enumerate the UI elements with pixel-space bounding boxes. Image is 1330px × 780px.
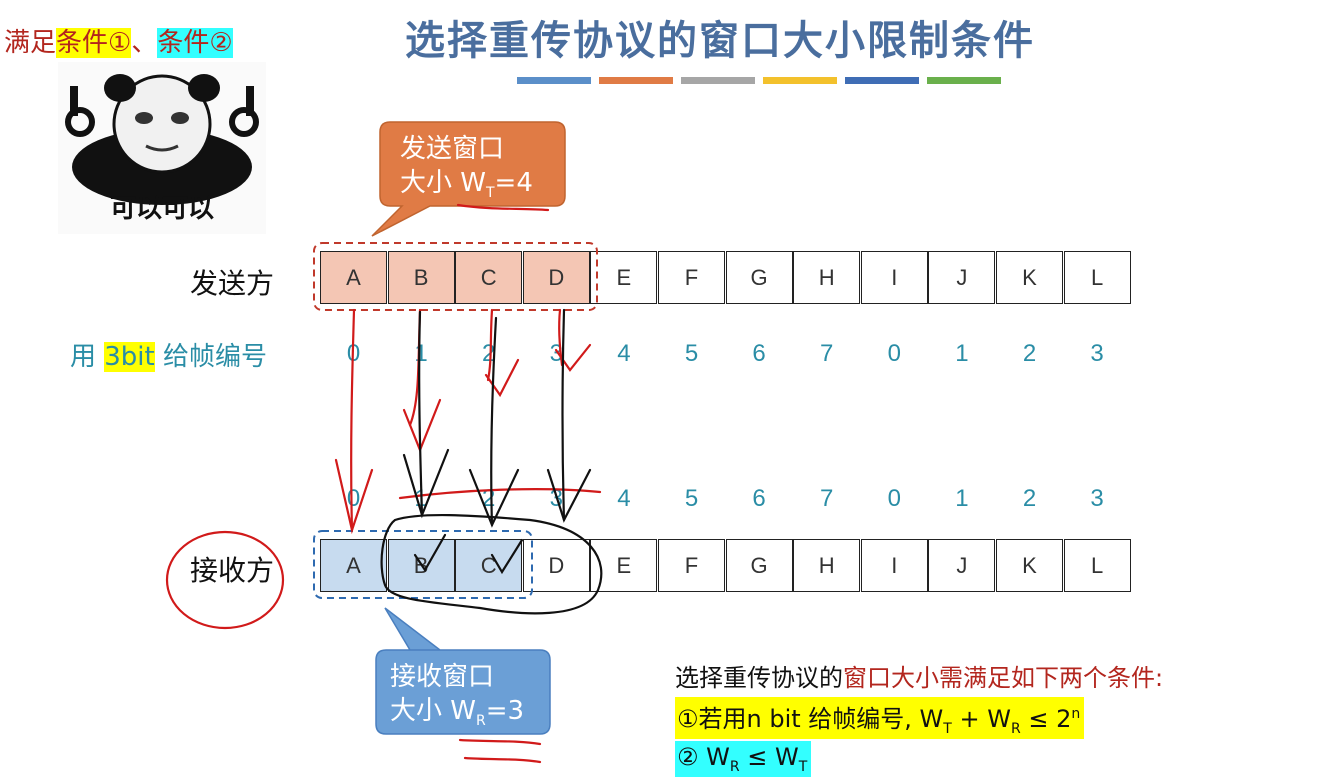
note-cond2: 条件② — [157, 28, 233, 58]
note-prefix: 满足 — [4, 28, 57, 58]
numbering-prefix: 用 — [70, 342, 105, 372]
receiver-seq-number: 7 — [820, 485, 834, 512]
receiver-callout-bubble — [375, 607, 551, 735]
numbering-suffix: 给帧编号 — [154, 342, 267, 372]
receiver-frame-cell: J — [928, 539, 996, 592]
numbering-label: 用 3bit 给帧编号 — [70, 336, 267, 373]
sender-seq-number: 5 — [684, 340, 699, 367]
receiver-seq-number: 2 — [1022, 485, 1037, 512]
receiver-seq-number: 4 — [617, 485, 631, 512]
sender-label: 发送方 — [190, 267, 275, 300]
note-cond1: 条件① — [56, 28, 132, 58]
sender-callout-text: 发送窗口 大小 WT=4 — [400, 132, 533, 210]
title-color-bar — [599, 77, 673, 84]
receiver-callout-line2: 大小 WR=3 — [390, 696, 525, 730]
sender-frame-cell: G — [725, 251, 793, 304]
title-color-bar — [927, 77, 1001, 84]
sender-frame-cell: B — [387, 251, 455, 304]
receiver-frame-cell: I — [860, 539, 928, 592]
sender-seq-number: 4 — [617, 340, 631, 367]
receiver-seq-number: 1 — [955, 485, 969, 512]
meme-caption: 可以可以 — [109, 194, 214, 224]
receiver-frame-cell: G — [725, 539, 793, 592]
sender-window-outline — [313, 242, 598, 311]
panda-meme-image — [58, 62, 266, 234]
receiver-callout-line1: 接收窗口 — [390, 662, 495, 692]
numbering-bits: 3bit — [104, 342, 155, 372]
receiver-seq-number: 3 — [1090, 485, 1104, 512]
sender-frame-cell: K — [996, 251, 1063, 304]
receiver-frame-cell: F — [658, 539, 725, 592]
receiver-frame-cell: K — [996, 539, 1063, 592]
sender-frame-cell: I — [860, 251, 928, 304]
receiver-seq-number: 6 — [752, 485, 766, 512]
sender-frame-cell: H — [793, 251, 861, 304]
sender-seq-number: 1 — [955, 340, 969, 367]
title-color-bar — [763, 77, 837, 84]
sender-callout-line2: 大小 WT=4 — [400, 168, 533, 202]
receiver-label-circle — [165, 530, 285, 630]
receiver-seq-number: 0 — [346, 485, 361, 512]
sender-seq-number: 2 — [1022, 340, 1037, 367]
title-color-bar — [681, 77, 755, 84]
receiver-seq-number: 0 — [887, 485, 901, 512]
sender-callout-line1: 发送窗口 — [400, 134, 505, 164]
conditions-heading: 选择重传协议的窗口大小需满足如下两个条件: — [675, 664, 1164, 692]
sender-seq-number: 2 — [482, 340, 496, 367]
receiver-frame-cell: A — [320, 539, 387, 592]
title-color-bar — [845, 77, 919, 84]
sender-seq-number: 6 — [752, 340, 766, 367]
receiver-window-outline — [313, 530, 533, 599]
note-sep: 、 — [131, 28, 158, 58]
sender-seq-number: 3 — [1090, 340, 1104, 367]
black-arrows — [380, 308, 603, 615]
conditions-box: 选择重传协议的窗口大小需满足如下两个条件: ①若用n bit 给帧编号, WT … — [675, 658, 1163, 777]
top-condition-note: 满足条件①、条件② — [4, 22, 233, 59]
sender-frame-cell: E — [590, 251, 658, 304]
receiver-frame-cell: D — [522, 539, 590, 592]
title-color-bar — [517, 77, 591, 84]
receiver-callout-text: 接收窗口 大小 WR=3 — [390, 660, 524, 738]
sender-frame-cell: L — [1063, 251, 1131, 304]
sender-frame-cell: C — [455, 251, 523, 304]
sender-seq-number: 0 — [887, 340, 901, 367]
receiver-frame-cell: H — [793, 539, 861, 592]
slide-title: 选择重传协议的窗口大小限制条件 — [405, 18, 1035, 64]
sender-frame-cell: A — [320, 251, 387, 304]
sender-frame-cell: D — [522, 251, 590, 304]
sender-callout-bubble — [371, 121, 566, 237]
receiver-frame-cell: L — [1063, 539, 1131, 592]
sender-frame-cell: F — [658, 251, 725, 304]
receiver-seq-number: 5 — [684, 485, 699, 512]
condition-1: ①若用n bit 给帧编号, WT + WR ≤ 2n — [675, 697, 1085, 739]
condition-2: ② WR ≤ WT — [675, 740, 812, 777]
receiver-label: 接收方 — [190, 554, 275, 587]
sender-frame-cell: J — [928, 251, 996, 304]
panda-meme-drawing — [65, 74, 259, 205]
sender-seq-number: 7 — [820, 340, 834, 367]
receiver-frame-cell: C — [455, 539, 523, 592]
